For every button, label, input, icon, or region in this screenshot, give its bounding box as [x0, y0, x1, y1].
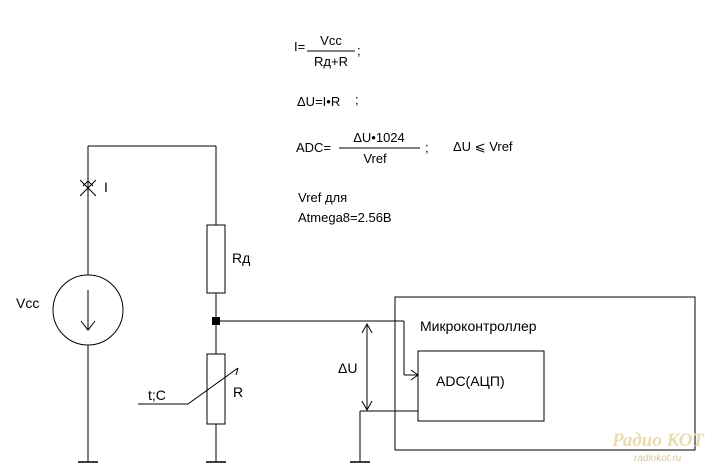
resistor-r: [206, 353, 226, 425]
thermistor-hook: [235, 367, 239, 376]
formula-current-num: Vcc: [320, 33, 342, 48]
label-mcu: Микроконтроллер: [420, 318, 537, 334]
delta-u-arrowhead-up: [361, 322, 373, 334]
formula-delta-u: ΔU=I•R: [297, 94, 340, 109]
label-sensor: t;C: [148, 387, 166, 403]
label-delta-u: ΔU: [338, 360, 357, 376]
formula-condition: ΔU ⩽ Vref: [453, 139, 513, 154]
formula-current-den: Rд+R: [314, 54, 348, 69]
formula-adc-end: ;: [425, 140, 429, 155]
formula-current-end: ;: [357, 43, 361, 58]
vref-line-1: Vref для: [298, 190, 347, 205]
thermistor-line: [138, 367, 239, 405]
watermark-logo: Радио КОТ: [611, 430, 705, 451]
mcu-box: [394, 296, 696, 451]
adc-box: [417, 350, 545, 422]
formula-adc-lhs: ADC=: [296, 140, 331, 155]
formula-current-lhs: I=: [294, 39, 305, 54]
formula-adc-den: Vref: [363, 151, 387, 166]
formula-delta-u-end: ;: [355, 92, 359, 107]
watermark-url: radiokot.ru: [634, 453, 682, 464]
arrow-icon: [80, 320, 96, 331]
label-r: R: [233, 384, 243, 400]
label-rd: Rд: [232, 250, 250, 266]
current-arrow-icon: [82, 180, 94, 187]
formula-adc-num: ΔU•1024: [353, 130, 405, 145]
current-marker-b: [79, 179, 97, 197]
label-current: I: [104, 179, 108, 195]
adc-input-arrowhead: [410, 369, 419, 381]
delta-u-arrowhead-down: [361, 400, 373, 412]
label-adc: ADC(АЦП): [436, 373, 505, 389]
label-vcc: Vcc: [16, 295, 39, 311]
current-source-icon: [52, 274, 124, 346]
junction-dot-icon: [212, 317, 220, 325]
resistor-rd: [206, 224, 226, 294]
vref-line-2: Atmega8=2.56В: [298, 210, 392, 225]
